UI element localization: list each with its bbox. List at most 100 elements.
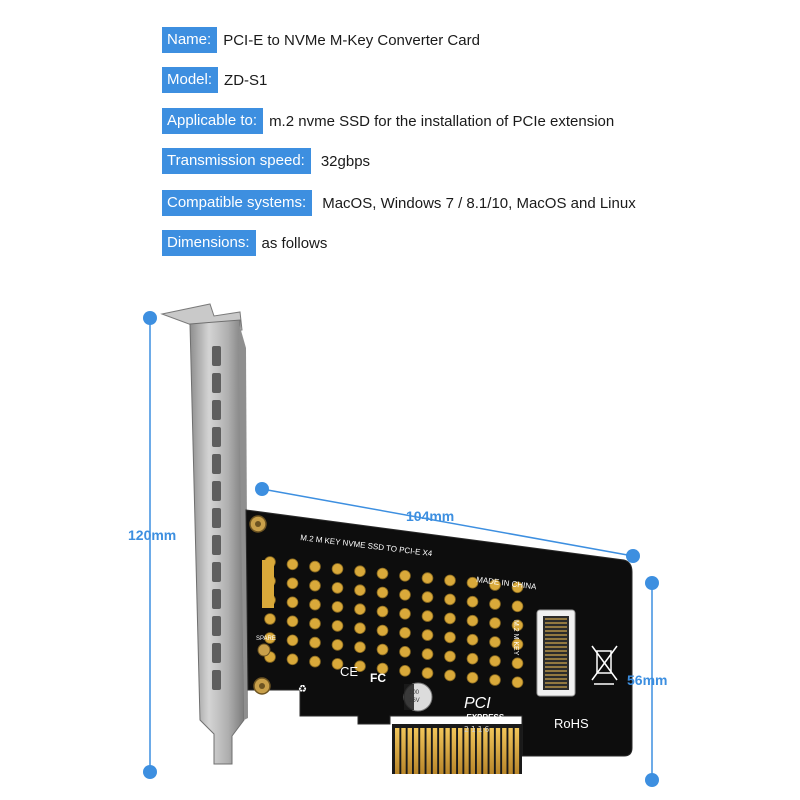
contact-pad — [466, 633, 479, 646]
date-code: 2116 — [464, 725, 491, 734]
spec-label: Applicable to: — [162, 108, 264, 134]
contact-pad — [399, 569, 411, 582]
bracket-slot — [212, 346, 221, 366]
contact-pad — [399, 607, 411, 620]
contact-pad — [286, 653, 299, 666]
contact-pad — [376, 624, 389, 637]
spec-value: as follows — [261, 234, 328, 252]
contact-pad — [309, 636, 321, 649]
contact-pad — [309, 598, 321, 611]
contact-pad — [466, 595, 479, 608]
gold-finger — [439, 728, 444, 774]
spec-label: Compatible systems: — [162, 190, 313, 216]
contact-pad — [511, 638, 524, 651]
dimension-dot — [143, 311, 157, 325]
bracket-slot — [212, 481, 221, 501]
contact-pad — [466, 614, 479, 627]
dimension-width — [255, 482, 640, 563]
spec-label: Name: — [162, 27, 218, 53]
contact-pad — [264, 632, 276, 644]
contact-pad — [376, 567, 389, 580]
spec-label: Model: — [162, 67, 219, 93]
m2-key-label: M.2 M KEY — [512, 620, 519, 656]
spec-row-model: Model: ZD-S1 — [162, 67, 267, 93]
contact-pad — [444, 650, 456, 663]
bracket-slot — [212, 400, 221, 420]
spec-value: MacOS, Windows 7 / 8.1/10, MacOS and Lin… — [322, 194, 636, 212]
contact-pad — [511, 676, 524, 689]
contact-pad — [421, 648, 434, 660]
gold-finger — [413, 728, 419, 774]
bracket-slot — [212, 562, 221, 582]
dimension-dot — [255, 482, 269, 496]
gold-finger — [445, 728, 450, 774]
spare-label: SPARE — [256, 636, 276, 642]
capacitor-icon — [403, 682, 433, 712]
gold-finger — [401, 728, 406, 774]
contact-pad — [309, 560, 321, 573]
pci-express-logo: PCI — [464, 695, 491, 712]
contact-pad — [489, 655, 501, 667]
contact-pad — [511, 600, 524, 613]
gold-finger — [432, 728, 438, 774]
spec-label: Dimensions: — [162, 230, 256, 256]
dimension-card-height-label: 56mm — [627, 672, 668, 688]
gold-fingers — [395, 728, 520, 774]
dimension-card-height — [645, 576, 659, 787]
contact-pad — [286, 634, 299, 647]
spec-value: ZD-S1 — [224, 71, 268, 89]
spec-value: 32gbps — [320, 152, 371, 170]
fc-mark-icon: FC — [370, 671, 386, 685]
gold-finger — [426, 728, 431, 774]
capacitor-voltage: 16V — [409, 698, 420, 704]
contact-pad — [421, 591, 434, 603]
gold-finger — [495, 728, 501, 774]
contact-strip — [262, 560, 274, 608]
gold-finger — [489, 728, 494, 774]
contact-pad — [489, 598, 501, 610]
dimension-dot — [143, 765, 157, 779]
contact-pad — [376, 662, 389, 675]
contact-pad — [309, 655, 321, 668]
contact-pad — [399, 626, 411, 639]
pci-express-subtext: EXPRESS — [466, 713, 504, 722]
contact-pad — [489, 579, 501, 591]
spec-row-applicable: Applicable to: m.2 nvme SSD for the inst… — [162, 108, 614, 134]
bracket-slot — [212, 670, 221, 690]
spec-label: Transmission speed: — [162, 148, 311, 174]
gold-finger — [458, 728, 463, 774]
bracket-slot — [212, 373, 221, 393]
contact-pad — [331, 582, 344, 594]
contact-pad — [331, 639, 344, 651]
contact-pad — [286, 577, 299, 590]
bracket-slot — [212, 508, 221, 528]
contact-pad — [489, 636, 501, 648]
contact-pad — [354, 622, 366, 634]
bracket-slot — [212, 589, 221, 609]
contact-pad — [354, 641, 366, 653]
gold-finger — [508, 728, 513, 774]
contact-pad — [421, 572, 434, 584]
contact-pad — [466, 576, 479, 589]
contact-pad — [421, 629, 434, 641]
contact-pad — [354, 660, 366, 672]
m2-connector — [536, 609, 576, 697]
dimension-line — [261, 488, 634, 557]
contact-pad — [466, 652, 479, 665]
gold-finger — [395, 728, 400, 774]
contact-pad — [489, 617, 501, 629]
gold-finger — [420, 728, 425, 774]
contact-pad — [264, 613, 276, 625]
contact-pad — [399, 664, 411, 677]
contact-pad — [286, 615, 299, 628]
contact-pad — [511, 581, 524, 594]
spec-row-dimensions: Dimensions: as follows — [162, 230, 327, 256]
contact-pad — [354, 603, 366, 615]
contact-pad — [444, 631, 456, 644]
contact-pad — [331, 620, 344, 632]
spec-row-speed: Transmission speed: 32gbps — [162, 148, 370, 174]
bracket-slot — [212, 616, 221, 636]
weee-bin-icon — [591, 645, 618, 685]
spec-row-name: Name: PCI-E to NVMe M-Key Converter Card — [162, 27, 480, 53]
contact-pad — [466, 671, 479, 684]
